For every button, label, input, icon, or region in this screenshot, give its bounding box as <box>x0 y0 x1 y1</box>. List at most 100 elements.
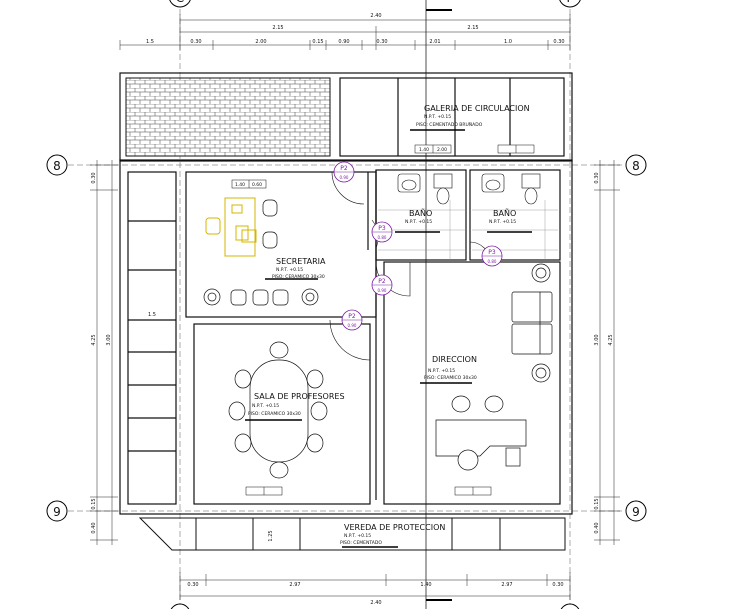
svg-text:0.80: 0.80 <box>488 259 497 264</box>
door-tag-4: P2 0.90 <box>371 274 393 296</box>
dim-left-foot: 0.40 <box>91 522 97 533</box>
dim-bench: 1.5 <box>148 312 156 318</box>
dim-right-mid: 4.25 <box>608 334 614 345</box>
axis-bubble-row8-left: 8 <box>46 154 68 176</box>
sala-furniture <box>228 341 328 479</box>
room-tags <box>231 144 535 496</box>
dim-top-row-9: 0.30 <box>553 39 564 45</box>
dim-bottom-1: 0.30 <box>187 582 198 588</box>
svg-text:N.P.T. +0.15: N.P.T. +0.15 <box>489 219 516 225</box>
tiled-roof-area <box>125 77 331 157</box>
svg-text:P3: P3 <box>378 225 386 232</box>
dim-left-mid: 4.25 <box>91 334 97 345</box>
svg-text:N.P.T. +0.15: N.P.T. +0.15 <box>276 267 303 273</box>
svg-text:P2: P2 <box>340 165 348 172</box>
dim-bottom-overall: 2.40 <box>370 600 381 606</box>
svg-text:BAÑO: BAÑO <box>409 208 432 218</box>
dim-top-left: 2.15 <box>272 25 283 31</box>
room-label-direccion: DIRECCION N.P.T. +0.15 PISO: CERAMICO 30… <box>424 355 477 381</box>
door-tag-1: P2 0.90 <box>333 161 355 183</box>
dim-top-overall: 2.40 <box>370 13 381 19</box>
dim-left-bottom: 0.15 <box>91 498 97 509</box>
svg-text:DIRECCION: DIRECCION <box>432 355 477 364</box>
svg-text:N.P.T. +0.15: N.P.T. +0.15 <box>428 368 455 374</box>
svg-text:8: 8 <box>632 159 640 173</box>
room-label-galeria: GALERIA DE CIRCULACION N.P.T. +0.15 PISO… <box>416 104 530 128</box>
dim-right-bottom: 0.15 <box>594 498 600 509</box>
dim-bottom-5: 0.30 <box>552 582 563 588</box>
svg-text:PISO: CERAMICO 30x30: PISO: CERAMICO 30x30 <box>424 375 477 381</box>
axis-bubble-bottom-right <box>560 603 580 609</box>
dim-bottom-2: 2.97 <box>289 582 300 588</box>
svg-text:PISO: CERAMICO 30x30: PISO: CERAMICO 30x30 <box>248 411 301 417</box>
door-tag-3: P3 0.80 <box>481 245 503 267</box>
dim-right-top: 0.30 <box>594 172 600 183</box>
svg-text:PISO: CERAMICO 30x30: PISO: CERAMICO 30x30 <box>272 274 325 280</box>
dim-right-foot: 0.40 <box>594 522 600 533</box>
svg-text:BAÑO: BAÑO <box>493 208 516 218</box>
dim-top-right: 2.15 <box>467 25 478 31</box>
svg-text:PISO: CEMENTADO: PISO: CEMENTADO <box>340 540 382 546</box>
room-label-vereda: VEREDA DE PROTECCION N.P.T. +0.15 PISO: … <box>340 523 445 546</box>
svg-text:0.90: 0.90 <box>340 175 349 180</box>
dim-top-row-4: 0.15 <box>312 39 323 45</box>
svg-text:PISO: CEMENTADO BRUÑADO: PISO: CEMENTADO BRUÑADO <box>416 121 483 128</box>
bottom-dimensions <box>179 572 571 600</box>
dim-vereda: 1.25 <box>268 530 274 541</box>
svg-text:N.P.T. +0.15: N.P.T. +0.15 <box>405 219 432 225</box>
svg-text:N.P.T. +0.15: N.P.T. +0.15 <box>252 403 279 409</box>
dim-bottom-3: 1.40 <box>420 582 431 588</box>
dim-top-row-8: 1.0 <box>504 39 512 45</box>
svg-text:P2: P2 <box>348 313 356 320</box>
dim-top-row-7: 2.01 <box>429 39 440 45</box>
secretaria-furniture <box>203 199 319 306</box>
svg-text:0.90: 0.90 <box>348 323 357 328</box>
dim-bottom-4: 2.97 <box>501 582 512 588</box>
axis-bubble-top-left: C <box>169 0 191 8</box>
tag-a: 1.40 <box>235 182 245 188</box>
dim-left-top: 0.30 <box>91 172 97 183</box>
svg-text:N.P.T. +0.15: N.P.T. +0.15 <box>424 114 451 120</box>
section-markers <box>245 129 532 548</box>
dim-top-row-5: 0.90 <box>338 39 349 45</box>
vereda-strip <box>138 517 566 551</box>
svg-text:GALERIA DE CIRCULACION: GALERIA DE CIRCULACION <box>424 104 530 113</box>
dim-top-row-3: 2.00 <box>255 39 266 45</box>
svg-text:F: F <box>567 0 574 5</box>
tag-d: 2.00 <box>437 147 447 153</box>
dim-top-row-2: 0.30 <box>190 39 201 45</box>
dim-left-mid2: 3.00 <box>106 334 112 345</box>
axis-bubble-row9-left: 9 <box>46 500 68 522</box>
tag-b: 0.60 <box>252 182 262 188</box>
svg-text:P3: P3 <box>488 249 496 256</box>
room-label-sala: SALA DE PROFESORES N.P.T. +0.15 PISO: CE… <box>248 392 345 417</box>
svg-text:SALA DE PROFESORES: SALA DE PROFESORES <box>254 392 345 401</box>
axis-bubble-top-right: F <box>559 0 581 8</box>
svg-text:VEREDA DE PROTECCION: VEREDA DE PROTECCION <box>344 523 445 532</box>
direccion-furniture <box>435 263 553 471</box>
svg-text:P2: P2 <box>378 278 386 285</box>
dim-top-row-6: 0.30 <box>376 39 387 45</box>
secretaria-desk <box>205 197 257 257</box>
walls <box>119 72 573 515</box>
top-dimensions <box>119 14 571 50</box>
door-swings <box>329 171 491 361</box>
svg-text:C: C <box>176 0 184 5</box>
right-dimensions <box>594 160 620 545</box>
svg-text:0.80: 0.80 <box>378 235 387 240</box>
axis-bubble-bottom-left <box>170 603 190 609</box>
axis-bubble-row8-right: 8 <box>625 154 647 176</box>
room-label-bano-2: BAÑO N.P.T. +0.15 <box>489 208 516 225</box>
svg-text:SECRETARIA: SECRETARIA <box>276 257 326 266</box>
svg-text:N.P.T. +0.15: N.P.T. +0.15 <box>344 533 371 539</box>
door-tag-2: P3 0.80 <box>371 221 393 243</box>
svg-text:9: 9 <box>632 505 640 519</box>
bathroom-fixtures <box>397 173 541 205</box>
bathroom-tile-hatch <box>378 200 558 260</box>
room-label-bano-1: BAÑO N.P.T. +0.15 <box>405 208 432 225</box>
room-label-secretaria: SECRETARIA N.P.T. +0.15 PISO: CERAMICO 3… <box>272 257 326 280</box>
svg-text:9: 9 <box>53 505 61 519</box>
svg-text:8: 8 <box>53 159 61 173</box>
left-dimensions <box>90 160 118 545</box>
